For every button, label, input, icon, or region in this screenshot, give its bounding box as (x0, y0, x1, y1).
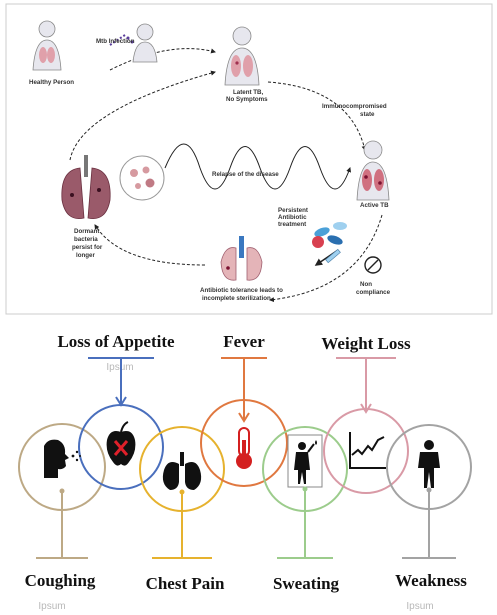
bottom-stems (36, 487, 456, 559)
label-persist-for: persist for (72, 244, 103, 251)
symptom-subtitle-coughing: Ipsum (38, 601, 65, 612)
apple-icon (107, 422, 136, 466)
weakness-icon (418, 440, 440, 488)
label-dormant: Dormant (74, 228, 99, 235)
label-healthy-person: Healthy Person (29, 79, 74, 86)
label-immunocompromised: Immunocompromised (322, 103, 387, 110)
sweating-icon (288, 435, 322, 487)
label-immunocompromised-state: state (360, 111, 375, 118)
coughing-icon (44, 440, 81, 478)
symptom-title-weight-loss: Weight Loss (321, 334, 411, 353)
label-persistent: Persistent (278, 207, 308, 214)
label-longer: longer (76, 252, 95, 259)
symptom-title-loss-of-appetite: Loss of Appetite (57, 332, 175, 351)
symptom-title-weakness: Weakness (395, 571, 467, 590)
label-antibiotic: Antibiotic (278, 214, 307, 221)
label-abx-tolerance-1: Antibiotic tolerance leads to (200, 287, 283, 294)
thermometer-icon (236, 428, 252, 469)
label-mtb-infection: Mtb Infection (96, 38, 135, 45)
label-treatment: treatment (278, 221, 306, 228)
symptom-title-sweating: Sweating (273, 574, 340, 593)
symptom-title-chest-pain: Chest Pain (146, 574, 225, 593)
label-relapse: Relapse of the disease (212, 171, 279, 178)
label-active-tb: Active TB (360, 202, 389, 209)
label-no-symptoms: No Symptoms (226, 96, 268, 103)
symptom-subtitle-weakness: Ipsum (406, 601, 433, 612)
magnified-bacteria-inset (120, 156, 164, 200)
symptom-title-fever: Fever (223, 332, 265, 351)
weight-chart-icon (350, 432, 386, 468)
label-bacteria: bacteria (74, 236, 98, 243)
label-abx-tolerance-2: incomplete sterilization (202, 295, 271, 302)
lungs-icon (163, 452, 201, 490)
label-compliance: compliance (356, 289, 391, 296)
label-latent-tb: Latent TB, (233, 89, 264, 96)
label-non: Non (360, 281, 372, 288)
symptom-title-coughing: Coughing (25, 571, 96, 590)
